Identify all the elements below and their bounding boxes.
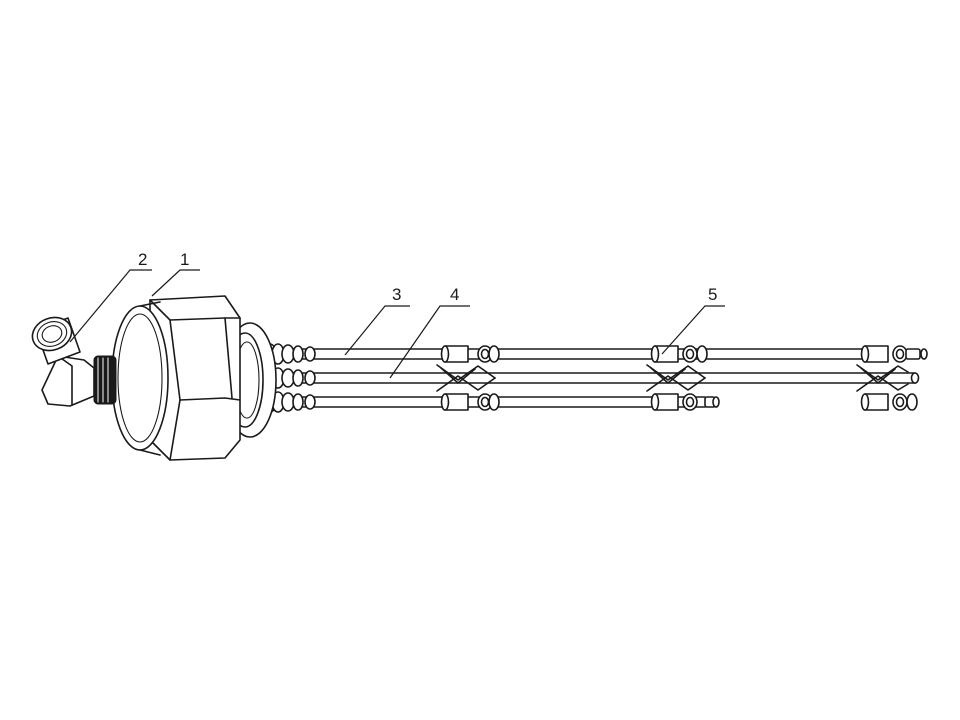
callout-2: 2 [138,250,147,269]
spacer-clip-1 [436,345,500,411]
spacer-clip-3 [856,345,928,411]
leader-3 [344,305,410,356]
rod-bottom [299,396,720,408]
spacer-clip-2 [646,345,708,411]
rear-body [111,305,169,451]
rod-top [299,348,866,360]
cable-connector [31,316,95,407]
leader-1 [151,269,200,297]
callout-leaders [69,269,725,379]
callout-3: 3 [392,285,401,304]
rod-middle [299,372,920,384]
callout-labels: 1 2 3 4 5 [138,250,717,304]
leader-4 [389,305,470,379]
housing [93,295,277,461]
leader-5 [661,305,725,355]
callout-1: 1 [180,250,189,269]
callout-4: 4 [450,285,459,304]
callout-5: 5 [708,285,717,304]
leader-2 [69,269,152,343]
electrode-rods [299,348,920,408]
